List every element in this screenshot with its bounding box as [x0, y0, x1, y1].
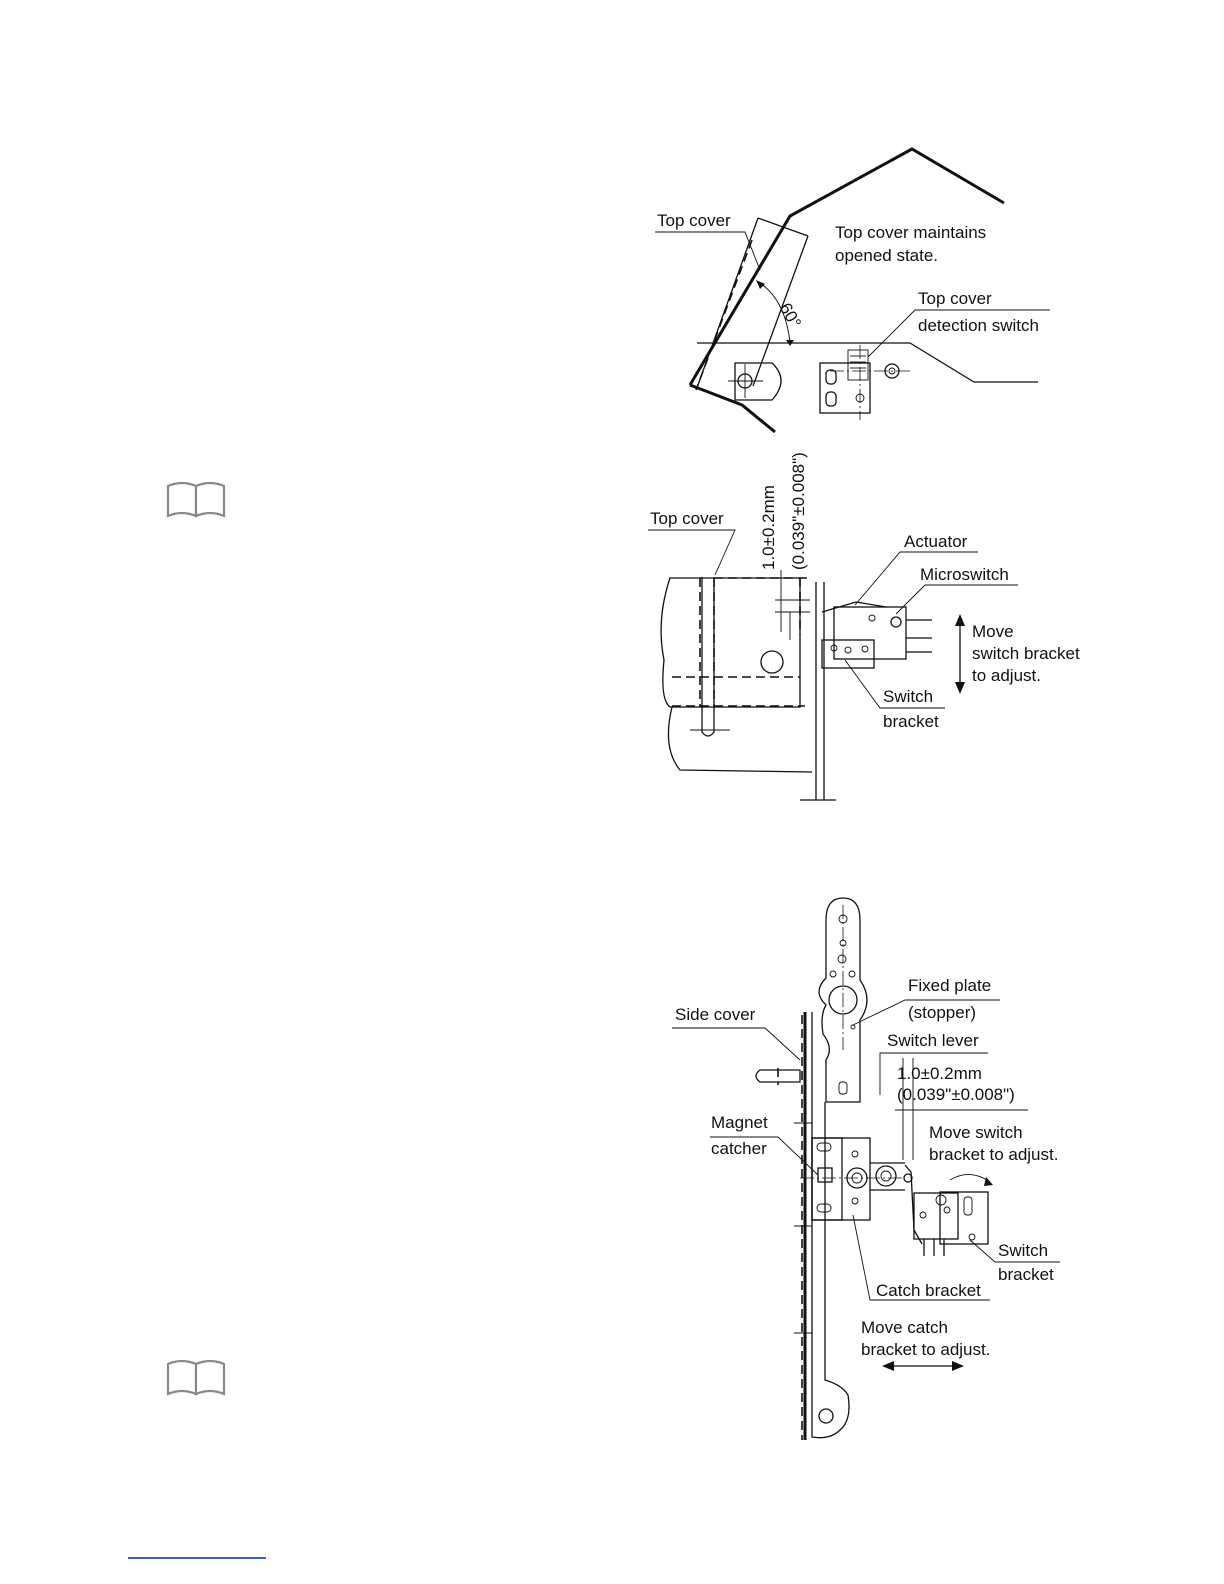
- label-switch-lever: Switch lever: [887, 1031, 979, 1050]
- label-gap-mm: 1.0±0.2mm: [759, 485, 778, 570]
- label-top-cover-2: Top cover: [650, 509, 724, 528]
- label-magnet-2: catcher: [711, 1139, 767, 1158]
- label-switch-3-1: Switch: [998, 1241, 1048, 1260]
- label-move-catch-2: bracket to adjust.: [861, 1340, 990, 1359]
- label-maintains-1: Top cover maintains: [835, 223, 986, 242]
- label-switch-1: Switch: [883, 687, 933, 706]
- book-icon: [166, 481, 226, 518]
- label-angle: 60°: [776, 300, 805, 332]
- footer-link-underline[interactable]: [128, 1557, 266, 1559]
- label-catch-bracket: Catch bracket: [876, 1281, 981, 1300]
- label-fixed-1: Fixed plate: [908, 976, 991, 995]
- label-move-3: to adjust.: [972, 666, 1041, 685]
- label-detect-1: Top cover: [918, 289, 992, 308]
- label-switch-3-2: bracket: [998, 1265, 1054, 1284]
- label-detect-2: detection switch: [918, 316, 1039, 335]
- label-gap-in: (0.039"±0.008"): [789, 452, 808, 570]
- label-actuator: Actuator: [904, 532, 968, 551]
- label-move-sw-1: Move switch: [929, 1123, 1023, 1142]
- label-move-2: switch bracket: [972, 644, 1080, 663]
- figure-side-cover-switch: Fixed plate (stopper) Side cover Switch …: [672, 897, 1060, 1440]
- label-fixed-2: (stopper): [908, 1003, 976, 1022]
- label-move-sw-2: bracket to adjust.: [929, 1145, 1058, 1164]
- label-gap-mm-3: 1.0±0.2mm: [897, 1064, 982, 1083]
- figure-top-cover-switch: Top cover 1.0±0.2mm (0.039"±0.008") Actu…: [648, 452, 1080, 801]
- label-switch-2: bracket: [883, 712, 939, 731]
- label-maintains-2: opened state.: [835, 246, 938, 265]
- label-top-cover: Top cover: [657, 211, 731, 230]
- label-side-cover: Side cover: [675, 1005, 756, 1024]
- figure-top-cover-open: Top cover Top cover maintains opened sta…: [655, 147, 1050, 434]
- label-magnet-1: Magnet: [711, 1113, 768, 1132]
- label-move-1: Move: [972, 622, 1014, 641]
- label-microswitch: Microswitch: [920, 565, 1009, 584]
- book-icon: [166, 1359, 226, 1396]
- label-move-catch-1: Move catch: [861, 1318, 948, 1337]
- label-gap-in-3: (0.039"±0.008"): [897, 1085, 1015, 1104]
- cover-outline: [688, 147, 1005, 386]
